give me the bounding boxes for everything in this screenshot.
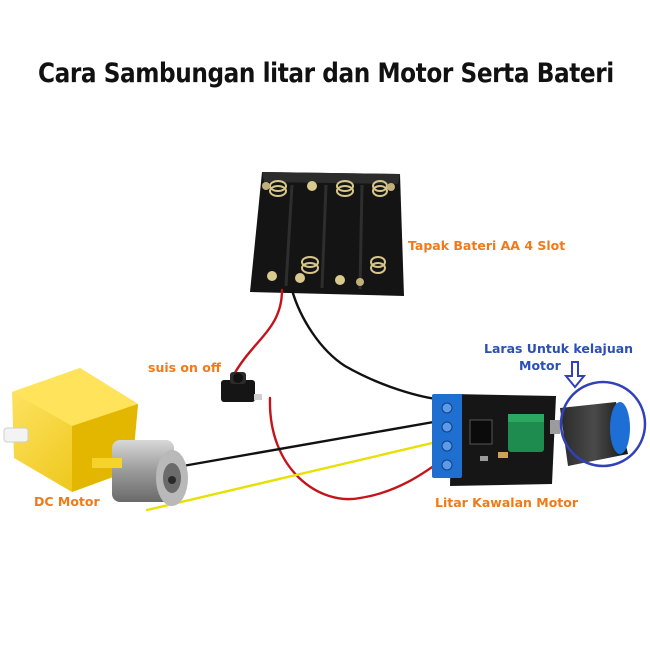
down-arrow-icon [566, 362, 584, 387]
wire-black-battery-controller [292, 290, 445, 400]
switch-label: suis on off [148, 360, 221, 375]
wire-yellow-motor-controller [147, 440, 445, 510]
motor-controller-label: Litar Kawalan Motor [435, 495, 578, 510]
battery-holder-label: Tapak Bateri AA 4 Slot [408, 238, 565, 253]
dc-motor-label: DC Motor [34, 494, 100, 509]
battery-holder [250, 172, 404, 296]
wire-red-switch-controller [270, 398, 445, 499]
motor-controller [432, 394, 630, 486]
wires [147, 290, 445, 510]
wire-black-motor-controller [160, 420, 445, 470]
on-off-switch [221, 372, 262, 402]
wire-red-battery-switch [232, 290, 282, 378]
speed-adjust-label-line2: Motor [519, 358, 561, 373]
page-title: Cara Sambungan litar dan Motor Serta Bat… [38, 58, 614, 89]
speed-adjust-label-line1: Laras Untuk kelajuan [484, 341, 633, 356]
dc-motor [4, 368, 188, 506]
